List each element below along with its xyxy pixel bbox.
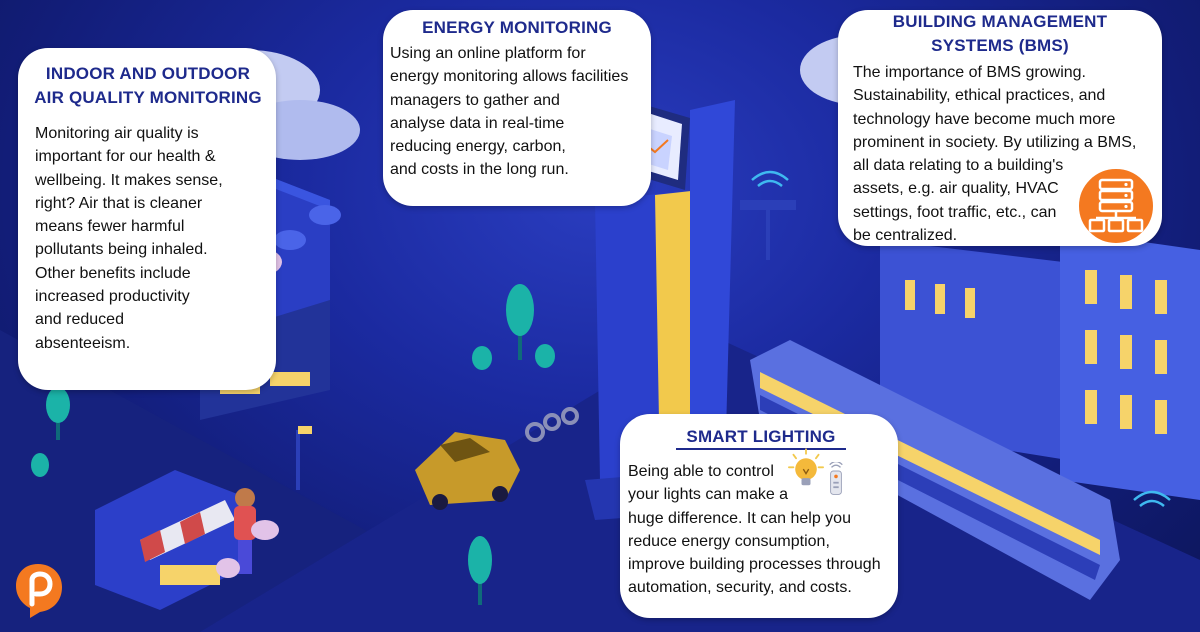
smart-lighting-title: SMART LIGHTING: [676, 426, 846, 450]
server-icon: [1077, 167, 1155, 245]
air-quality-title: INDOOR AND OUTDOOR AIR QUALITY MONITORIN…: [34, 64, 262, 107]
bush: [535, 344, 555, 368]
smart-lighting-body: Being able to control your lights can ma…: [628, 463, 881, 597]
tower-side: [690, 100, 735, 480]
building-window: [270, 372, 310, 386]
air-quality-body: Monitoring air quality is important for …: [35, 125, 223, 352]
car: [415, 432, 520, 510]
person: [216, 488, 279, 578]
energy-monitoring-card: ENERGY MONITORING Using an online platfo…: [383, 10, 651, 206]
wifi-icon: [751, 170, 1171, 507]
light-bulb-icon: [788, 448, 824, 486]
tree: [46, 387, 70, 440]
energy-monitoring-body: Using an online platform for energy moni…: [390, 45, 629, 179]
bms-body: The importance of BMS growing. Sustainab…: [853, 64, 1137, 245]
air-quality-card: INDOOR AND OUTDOOR AIR QUALITY MONITORIN…: [18, 48, 276, 390]
tree: [468, 536, 492, 605]
exhaust-smoke: [525, 407, 579, 442]
energy-monitoring-title: ENERGY MONITORING: [422, 18, 612, 37]
street-lamp: [740, 200, 796, 260]
bush: [31, 453, 49, 477]
bms-title: BUILDING MANAGEMENT SYSTEMS (BMS): [892, 12, 1108, 55]
kiosk: [95, 470, 240, 610]
remote-control-icon: [829, 462, 843, 495]
rooftop-fan: [309, 205, 341, 225]
bush: [472, 346, 492, 370]
street-lamp: [296, 426, 312, 490]
smart-lighting-card: SMART LIGHTING Being able to control you…: [620, 414, 898, 618]
rooftop-fan: [274, 230, 306, 250]
tower-window-column: [655, 190, 700, 478]
brand-logo-icon: [16, 564, 62, 618]
tree: [506, 284, 534, 360]
building-windows: [905, 270, 1167, 434]
